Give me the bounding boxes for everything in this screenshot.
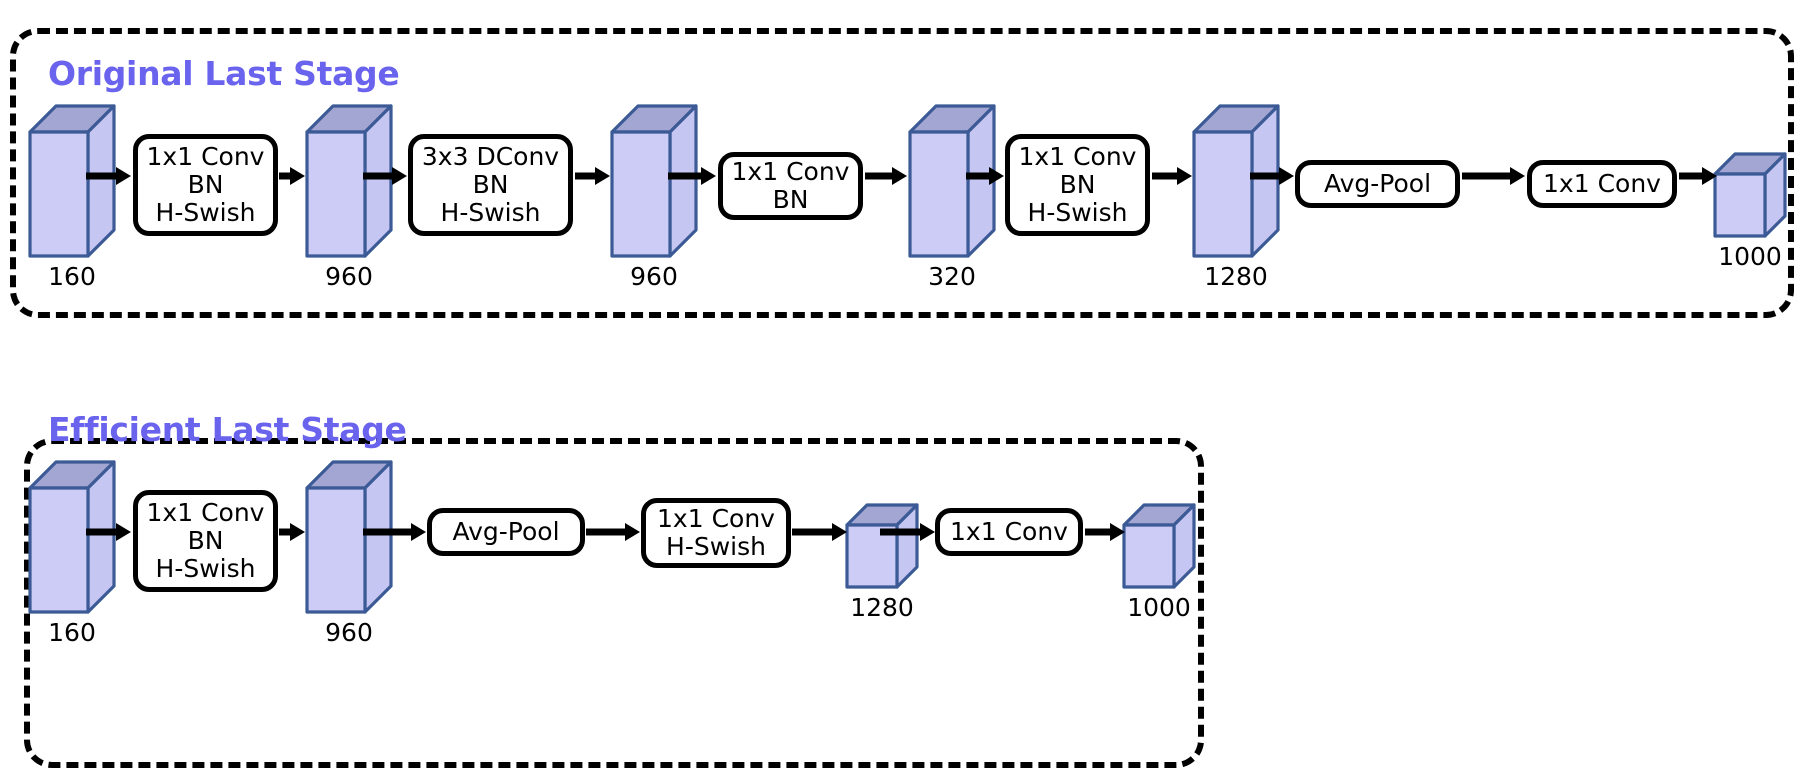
process-box-line: Avg-Pool [452, 517, 560, 546]
panel-original-last-stage [10, 28, 1794, 318]
tensor-caption-160: 160 [48, 618, 96, 647]
process-box-1x1-conv: 1x1 Conv [935, 508, 1083, 556]
flow-arrow-icon [86, 165, 131, 187]
process-box-line: BN [472, 170, 509, 199]
flow-arrow-icon [279, 165, 305, 187]
tensor-block-960 [305, 460, 393, 614]
tensor-caption-960: 960 [630, 262, 678, 291]
process-box-line: 1x1 Conv [146, 142, 265, 171]
flow-arrow-icon [1462, 165, 1525, 187]
tensor-caption-1280: 1280 [850, 593, 914, 622]
flow-arrow-icon [880, 521, 935, 543]
flow-arrow-icon [865, 165, 907, 187]
tensor-caption-1000: 1000 [1718, 242, 1782, 271]
flow-arrow-icon [1250, 165, 1294, 187]
flow-arrow-icon [668, 165, 716, 187]
flow-arrow-icon [1085, 521, 1125, 543]
tensor-block-1280 [1192, 104, 1280, 258]
flow-arrow-icon [279, 521, 305, 543]
process-box-avg-pool: Avg-Pool [427, 508, 585, 556]
panel-title-efficient: Efficient Last Stage [48, 410, 407, 449]
panel-efficient-last-stage [24, 438, 1204, 768]
flow-arrow-icon [1679, 165, 1717, 187]
panel-title-original: Original Last Stage [48, 54, 400, 93]
tensor-caption-160: 160 [48, 262, 96, 291]
flow-arrow-icon [792, 521, 847, 543]
process-box-line: 1x1 Conv [146, 498, 265, 527]
flow-arrow-icon [1152, 165, 1192, 187]
process-box-line: 1x1 Conv [731, 157, 850, 186]
process-box-line: BN [187, 170, 224, 199]
flow-arrow-icon [575, 165, 610, 187]
process-box-line: Avg-Pool [1323, 169, 1432, 198]
flow-arrow-icon [363, 165, 407, 187]
process-box-line: H-Swish [155, 554, 256, 583]
tensor-caption-960: 960 [325, 262, 373, 291]
process-box-line: 1x1 Conv [657, 504, 775, 533]
tensor-block-1280 [845, 503, 919, 589]
tensor-block-960 [305, 104, 393, 258]
tensor-block-960 [610, 104, 698, 258]
tensor-caption-960: 960 [325, 618, 373, 647]
flow-arrow-icon [86, 521, 131, 543]
flow-arrow-icon [966, 165, 1004, 187]
tensor-caption-1280: 1280 [1204, 262, 1268, 291]
process-box-line: H-Swish [1027, 198, 1128, 227]
process-box-line: 1x1 Conv [950, 517, 1068, 546]
tensor-caption-320: 320 [928, 262, 976, 291]
process-box-line: BN [772, 185, 809, 214]
process-box-avg-pool: Avg-Pool [1295, 160, 1460, 208]
flow-arrow-icon [586, 521, 640, 543]
process-box-line: H-Swish [155, 198, 256, 227]
process-box-line: BN [1059, 170, 1096, 199]
process-box-line: 3x3 DConv [421, 142, 560, 171]
process-box-1x1-conv: 1x1 Conv [1527, 160, 1677, 208]
tensor-block-320 [908, 104, 996, 258]
tensor-caption-1000: 1000 [1127, 593, 1191, 622]
tensor-block-160 [28, 104, 116, 258]
process-box-line: H-Swish [666, 532, 766, 561]
process-box-line: BN [187, 526, 224, 555]
tensor-block-1000 [1713, 152, 1787, 238]
tensor-block-1000 [1122, 503, 1196, 589]
tensor-block-160 [28, 460, 116, 614]
flow-arrow-icon [363, 521, 426, 543]
process-box-line: 1x1 Conv [1543, 169, 1661, 198]
process-box-line: H-Swish [440, 198, 541, 227]
process-box-line: 1x1 Conv [1018, 142, 1137, 171]
